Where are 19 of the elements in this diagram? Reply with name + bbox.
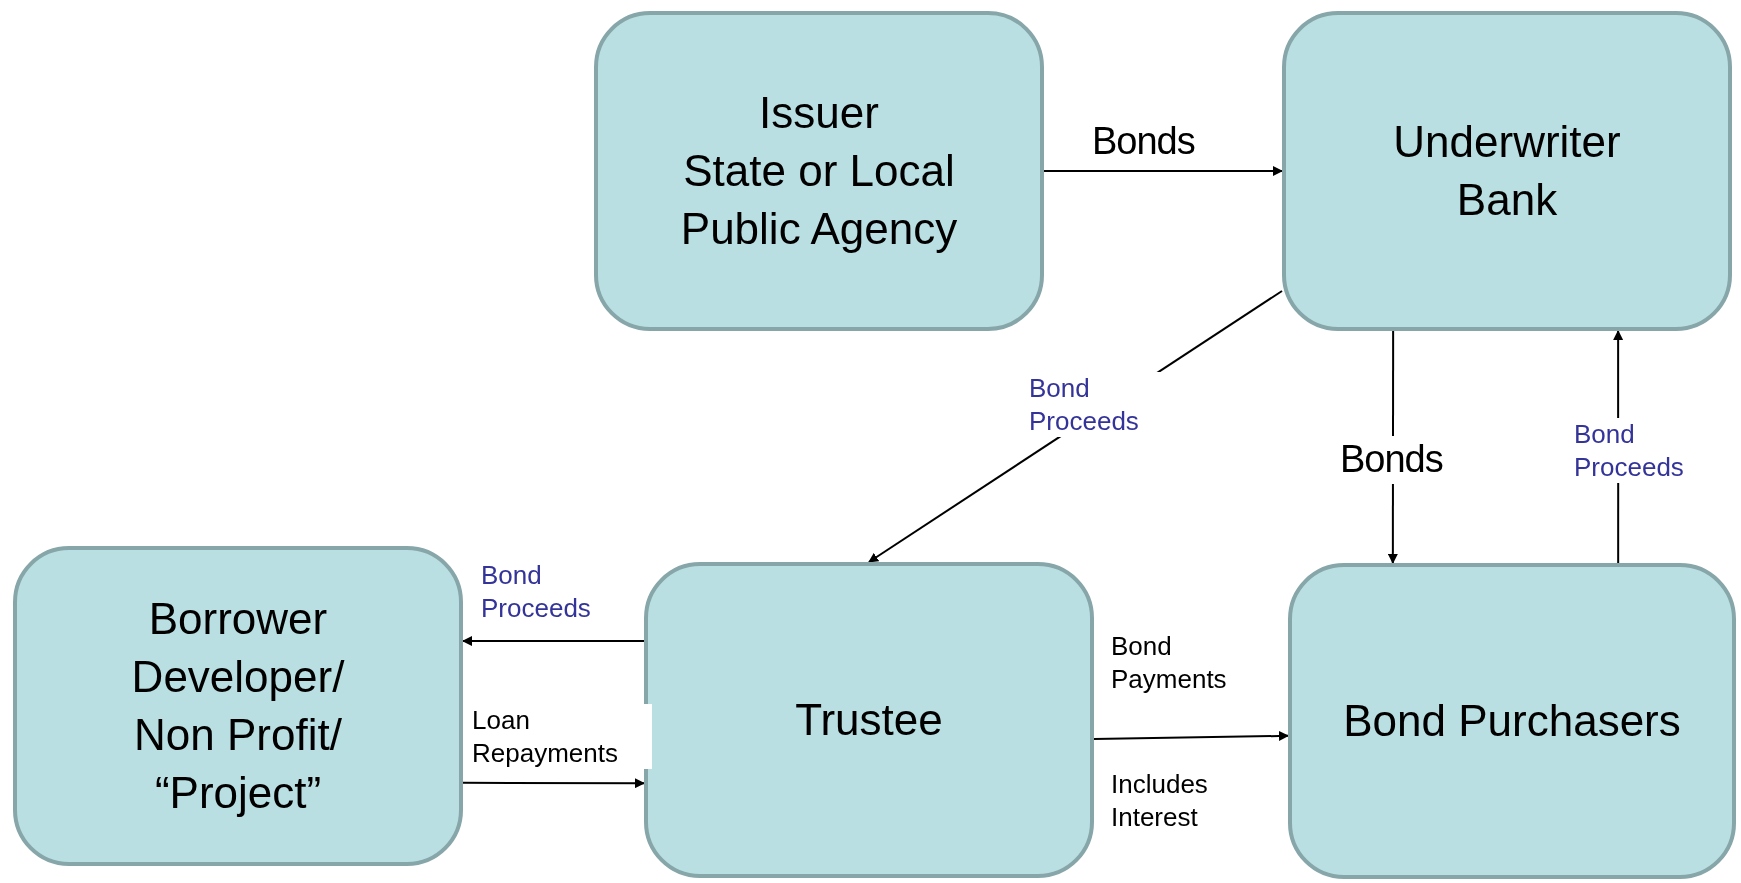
node-text: Developer/ Non Profit/ “Project” [130,651,346,819]
node-text: Borrower [148,593,328,645]
node-text: Trustee [795,694,943,746]
rounded-box [1282,11,1732,331]
rounded-box [594,11,1044,331]
note-text: Includes Interest [1111,768,1209,833]
arrow [1093,731,1289,741]
rounded-box [1288,563,1736,879]
node-text: Bank [1456,174,1558,226]
node-text: Issuer [759,87,879,139]
rounded-box [644,562,1094,878]
arrow [1043,166,1283,176]
edge-label: Loan Repayments [472,704,652,769]
node-text: Bond Purchasers [1343,695,1681,747]
node-text: Underwriter [1393,116,1621,168]
arrow [462,778,645,789]
arrow [462,636,645,647]
rounded-box [13,546,463,866]
node-text: State or Local Public Agency [679,145,959,255]
